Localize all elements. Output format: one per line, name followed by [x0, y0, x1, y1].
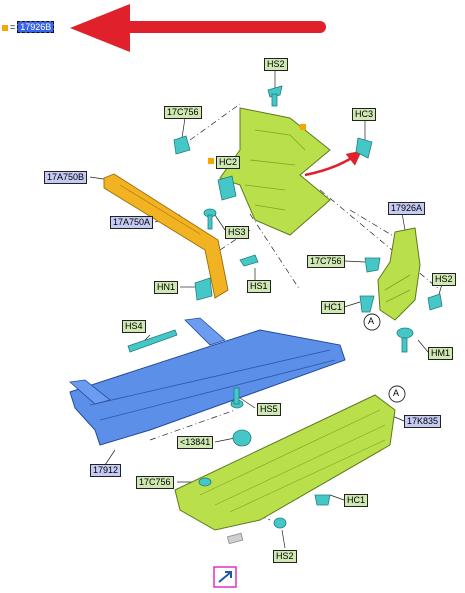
label-17k835[interactable]: 17K835: [404, 415, 442, 428]
label-17a750b[interactable]: 17A750B: [44, 171, 88, 184]
label-17926a[interactable]: 17926A: [388, 202, 426, 215]
label-hm1[interactable]: HM1: [428, 347, 454, 360]
callout-circles: [363, 313, 406, 403]
red-curved-arrow: [304, 150, 362, 177]
callout-a-upper: A: [368, 316, 375, 326]
ref-marker: [208, 158, 214, 164]
label-hs1[interactable]: HS1: [247, 280, 271, 293]
side-bracket: [377, 227, 421, 321]
ref-marker: [300, 124, 306, 130]
label-hs5[interactable]: HS5: [257, 403, 281, 416]
label-hs2-mid[interactable]: HS2: [432, 273, 456, 286]
label-hc3[interactable]: HC3: [352, 108, 377, 121]
legend: =17926B: [2, 21, 55, 33]
label-hc1-mid[interactable]: HC1: [321, 301, 346, 314]
label-17c756-top[interactable]: 17C756: [164, 106, 202, 119]
label-hc2[interactable]: HC2: [216, 156, 241, 169]
legend-marker: [2, 24, 8, 31]
blue-crossmember: [69, 317, 346, 446]
label-hs4[interactable]: HS4: [122, 320, 146, 333]
label-hc1-bot[interactable]: HC1: [344, 494, 369, 507]
legend-equals: =: [10, 22, 16, 32]
label-17912[interactable]: 17912: [90, 464, 122, 477]
label-17a750a[interactable]: 17A750A: [110, 216, 154, 229]
external-link-icon[interactable]: [213, 566, 237, 588]
upper-deflector-bracket: [219, 107, 331, 236]
label-13841[interactable]: <13841: [177, 436, 214, 449]
label-hs2-top[interactable]: HS2: [264, 58, 288, 71]
callout-a-lower: A: [393, 388, 400, 398]
legend-part-ref[interactable]: 17926B: [17, 21, 55, 33]
label-17c756-bot[interactable]: 17C756: [136, 476, 174, 489]
label-hs2-bot[interactable]: HS2: [273, 550, 297, 563]
big-red-arrow: [70, 4, 326, 52]
fasteners: [127, 85, 443, 529]
label-17c756-mid[interactable]: 17C756: [307, 255, 345, 268]
label-hs3[interactable]: HS3: [225, 226, 249, 239]
lower-skid-plate: [174, 394, 396, 545]
label-hn1[interactable]: HN1: [154, 281, 179, 294]
orange-rail: [103, 173, 229, 299]
